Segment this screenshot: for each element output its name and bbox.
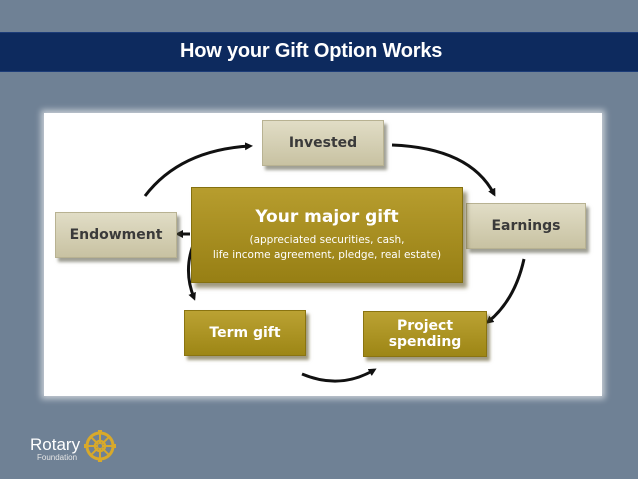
node-endowment-label: Endowment [69, 227, 163, 243]
node-earnings-label: Earnings [491, 218, 561, 234]
node-endowment: Endowment [55, 212, 177, 258]
node-invested: Invested [262, 120, 384, 166]
logo-subword: Foundation [37, 453, 78, 462]
center-line-2: life income agreement, pledge, real esta… [212, 249, 442, 261]
arrow-invested-to-earnings [391, 143, 496, 197]
center-line-1: (appreciated securities, cash, [249, 234, 405, 246]
arrow-termgift-to-project [301, 368, 377, 383]
node-term-gift: Term gift [184, 310, 306, 356]
logo-wordmark: Rotary [30, 435, 81, 454]
node-project-spending: Project spending [363, 311, 487, 357]
center-title: Your major gift [255, 207, 399, 227]
arrow-endowment-to-invested [143, 142, 253, 197]
rotary-wheel-icon [84, 430, 116, 462]
node-invested-label: Invested [288, 135, 358, 151]
center-node-major-gift: Your major gift (appreciated securities,… [191, 187, 463, 283]
node-project-spending-label: Project spending [388, 318, 462, 350]
arrow-earnings-to-project [485, 258, 526, 324]
title-bar [0, 32, 638, 72]
node-term-gift-label: Term gift [209, 325, 281, 341]
node-earnings: Earnings [466, 203, 586, 249]
slide-title: How your Gift Option Works [180, 40, 443, 62]
